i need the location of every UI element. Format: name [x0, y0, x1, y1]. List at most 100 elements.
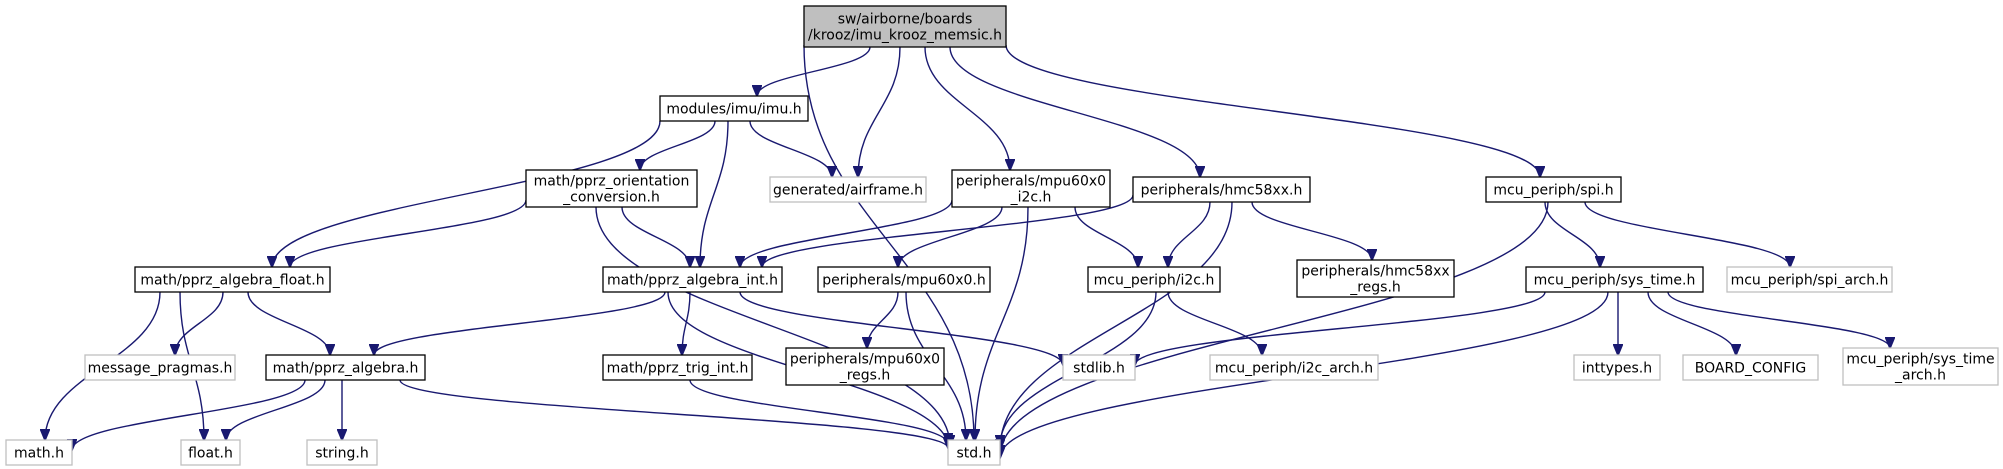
node-std: std.h: [947, 439, 1001, 466]
node-board: BOARD_CONFIG: [1682, 354, 1819, 381]
edge-mpu_i2c-to-int: [740, 199, 953, 267]
node-box: [1525, 266, 1704, 293]
node-box: [602, 266, 783, 293]
edge-mpu_i2c-to-i2c: [1074, 206, 1138, 267]
edge-int-to-trig: [682, 291, 691, 355]
edge-orient-to-float: [290, 199, 527, 267]
node-box: [817, 266, 991, 293]
node-floath: float.h: [180, 439, 241, 466]
edge-systime-to-systime_arch: [1667, 291, 1890, 348]
node-label: /krooz/imu_krooz_memsic.h: [808, 28, 1002, 44]
edge-spi-to-spi_arch: [1584, 201, 1790, 267]
edge-orient-to-int: [621, 206, 690, 267]
edge-layer: [45, 44, 1890, 458]
node-label: inttypes.h: [1582, 361, 1652, 377]
node-label: mcu_periph/i2c_arch.h: [1215, 361, 1373, 377]
node-systime-arch: mcu_periph/sys_time_arch.h: [1842, 347, 1999, 386]
node-box: [1087, 266, 1221, 293]
node-label: peripherals/mpu60x0: [956, 174, 1106, 190]
node-orient[interactable]: math/pprz_orientation_conversion.h: [525, 169, 698, 208]
node-systime[interactable]: mcu_periph/sys_time.h: [1525, 266, 1704, 293]
node-box: [84, 354, 236, 381]
node-airframe: generated/airframe.h: [769, 176, 927, 203]
node-label: mcu_periph/i2c.h: [1094, 273, 1215, 289]
edge-root-to-std: [803, 44, 974, 440]
node-label: math/pprz_trig_int.h: [607, 361, 749, 377]
node-box: [1132, 176, 1311, 203]
edge-imu-to-float: [272, 120, 661, 267]
edge-spi-to-std: [1000, 201, 1549, 456]
edge-orient-to-std: [595, 206, 950, 446]
edge-mpu-to-mpu_regs: [867, 291, 899, 348]
edge-int-to-algebra: [374, 291, 666, 355]
node-box: [785, 347, 945, 386]
edge-algebra-to-math: [72, 379, 306, 450]
edge-int-to-stdlib: [739, 291, 1063, 365]
node-label: math.h: [14, 446, 64, 462]
node-root[interactable]: sw/airborne/boards/krooz/imu_krooz_memsi…: [803, 5, 1007, 48]
node-label: mcu_periph/spi.h: [1493, 183, 1613, 199]
node-label: _regs.h: [1349, 280, 1401, 296]
node-label: BOARD_CONFIG: [1695, 361, 1807, 377]
node-box: [951, 169, 1111, 208]
node-box: [1682, 354, 1819, 381]
node-box: [134, 266, 331, 293]
node-layer: sw/airborne/boards/krooz/imu_krooz_memsi…: [5, 5, 1999, 466]
edge-mpu_i2c-to-std: [975, 206, 1029, 440]
edge-imu-to-orient: [640, 120, 716, 170]
node-box: [1573, 354, 1661, 381]
node-label: sw/airborne/boards: [838, 12, 973, 28]
node-box: [180, 439, 241, 466]
node-label: peripherals/mpu60x0: [790, 352, 940, 368]
node-algebra[interactable]: math/pprz_algebra.h: [265, 354, 426, 381]
node-box: [5, 439, 73, 466]
edge-systime-to-stdlib: [1135, 291, 1546, 365]
node-pragmas: message_pragmas.h: [84, 354, 236, 381]
node-box: [525, 169, 698, 208]
edge-float-to-algebra: [247, 291, 330, 355]
node-label: stdlib.h: [1073, 361, 1125, 377]
node-label: message_pragmas.h: [88, 361, 233, 377]
edge-systime-to-board: [1647, 291, 1736, 355]
node-label: _regs.h: [839, 368, 891, 384]
edge-hmc-to-int: [762, 194, 1134, 267]
node-label: math/pprz_algebra_float.h: [140, 273, 324, 289]
node-hmc[interactable]: peripherals/hmc58xx.h: [1132, 176, 1311, 203]
node-trig[interactable]: math/pprz_trig_int.h: [602, 354, 753, 381]
node-hmc-regs[interactable]: peripherals/hmc58xx_regs.h: [1296, 259, 1455, 298]
node-int[interactable]: math/pprz_algebra_int.h: [602, 266, 783, 293]
node-spi[interactable]: mcu_periph/spi.h: [1485, 176, 1622, 203]
node-string: string.h: [306, 439, 378, 466]
edge-algebra-to-std: [399, 379, 948, 448]
node-stdlib: stdlib.h: [1062, 354, 1136, 381]
node-box: [265, 354, 426, 381]
node-imu[interactable]: modules/imu/imu.h: [659, 95, 809, 122]
node-label: _arch.h: [1894, 368, 1946, 384]
node-i2c[interactable]: mcu_periph/i2c.h: [1087, 266, 1221, 293]
node-mpu[interactable]: peripherals/mpu60x0.h: [817, 266, 991, 293]
edge-imu-to-airframe: [749, 120, 832, 177]
node-float[interactable]: math/pprz_algebra_float.h: [134, 266, 331, 293]
node-box: [803, 5, 1007, 48]
node-label: std.h: [957, 446, 992, 462]
node-box: [1296, 259, 1455, 298]
node-label: generated/airframe.h: [773, 183, 923, 199]
edge-trig-to-std: [689, 379, 948, 444]
edge-root-to-airframe: [858, 46, 901, 177]
node-box: [1726, 266, 1893, 293]
node-mpu-i2c[interactable]: peripherals/mpu60x0_i2c.h: [951, 169, 1111, 208]
node-mpu-regs[interactable]: peripherals/mpu60x0_regs.h: [785, 347, 945, 386]
node-label: modules/imu/imu.h: [666, 102, 801, 118]
node-label: peripherals/hmc58xx: [1301, 264, 1449, 280]
node-label: math/pprz_algebra.h: [273, 361, 419, 377]
node-spi-arch: mcu_periph/spi_arch.h: [1726, 266, 1893, 293]
node-box: [1485, 176, 1622, 203]
node-box: [306, 439, 378, 466]
node-label: peripherals/mpu60x0.h: [822, 273, 985, 289]
edge-i2c-to-i2c_arch: [1167, 291, 1262, 355]
node-label: string.h: [315, 446, 369, 462]
node-label: peripherals/hmc58xx.h: [1141, 183, 1303, 199]
node-box: [659, 95, 809, 122]
node-i2c-arch: mcu_periph/i2c_arch.h: [1209, 354, 1379, 381]
